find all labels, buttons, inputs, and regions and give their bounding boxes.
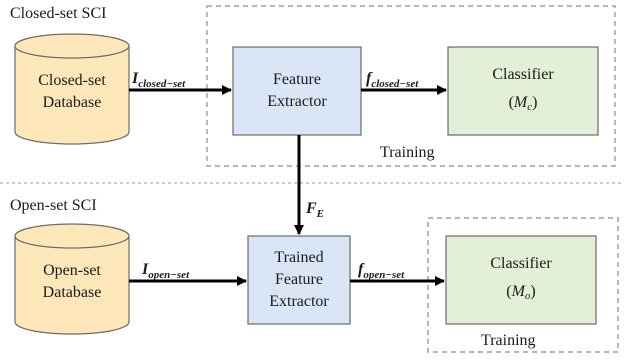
closed-db-line2: Database <box>42 94 102 111</box>
training-label-top: Training <box>380 144 435 161</box>
trained-extractor-line3: Extractor <box>269 293 329 310</box>
closed-set-section-title: Closed-set SCI <box>10 5 107 22</box>
training-label-bottom: Training <box>481 332 536 349</box>
feature-extractor-line1: Feature <box>273 71 321 88</box>
open-set-database-label: Open-set Database <box>15 256 129 308</box>
edge-label-i-open: Iopen−set <box>142 261 190 281</box>
closed-set-database-shape <box>14 33 130 145</box>
classifier-o-box <box>445 235 597 325</box>
trained-extractor-line1: Trained <box>274 249 324 266</box>
classifier-c-line1: Classifier <box>492 66 554 83</box>
classifier-c-box <box>447 46 599 136</box>
classifier-c-label: Classifier (Mc) <box>448 47 598 135</box>
feature-extractor-line2: Extractor <box>267 93 327 110</box>
edge-label-f-open: fopen−set <box>358 261 405 281</box>
training-group-bottom <box>427 217 619 353</box>
trained-feature-extractor-label: Trained Feature Extractor <box>248 236 350 324</box>
closed-set-database-label: Closed-set Database <box>15 66 129 118</box>
edge-label-f-closed: fclosed−set <box>366 70 419 90</box>
closed-db-line1: Closed-set <box>38 72 106 89</box>
open-db-line2: Database <box>42 284 102 301</box>
open-db-line1: Open-set <box>43 262 101 279</box>
training-group-top <box>206 5 616 167</box>
open-set-section-title: Open-set SCI <box>10 197 97 214</box>
trained-extractor-line2: Feature <box>275 271 323 288</box>
classifier-o-label: Classifier (Mo) <box>446 236 596 324</box>
open-set-database-shape <box>14 223 130 335</box>
edge-label-f-e: FE <box>306 200 325 220</box>
classifier-c-symbol: (Mc) <box>508 94 538 113</box>
classifier-o-symbol: (Mo) <box>506 283 536 302</box>
feature-extractor-label: Feature Extractor <box>233 47 361 135</box>
classifier-o-line1: Classifier <box>490 255 552 272</box>
edge-label-i-closed: Iclosed−set <box>132 70 186 90</box>
